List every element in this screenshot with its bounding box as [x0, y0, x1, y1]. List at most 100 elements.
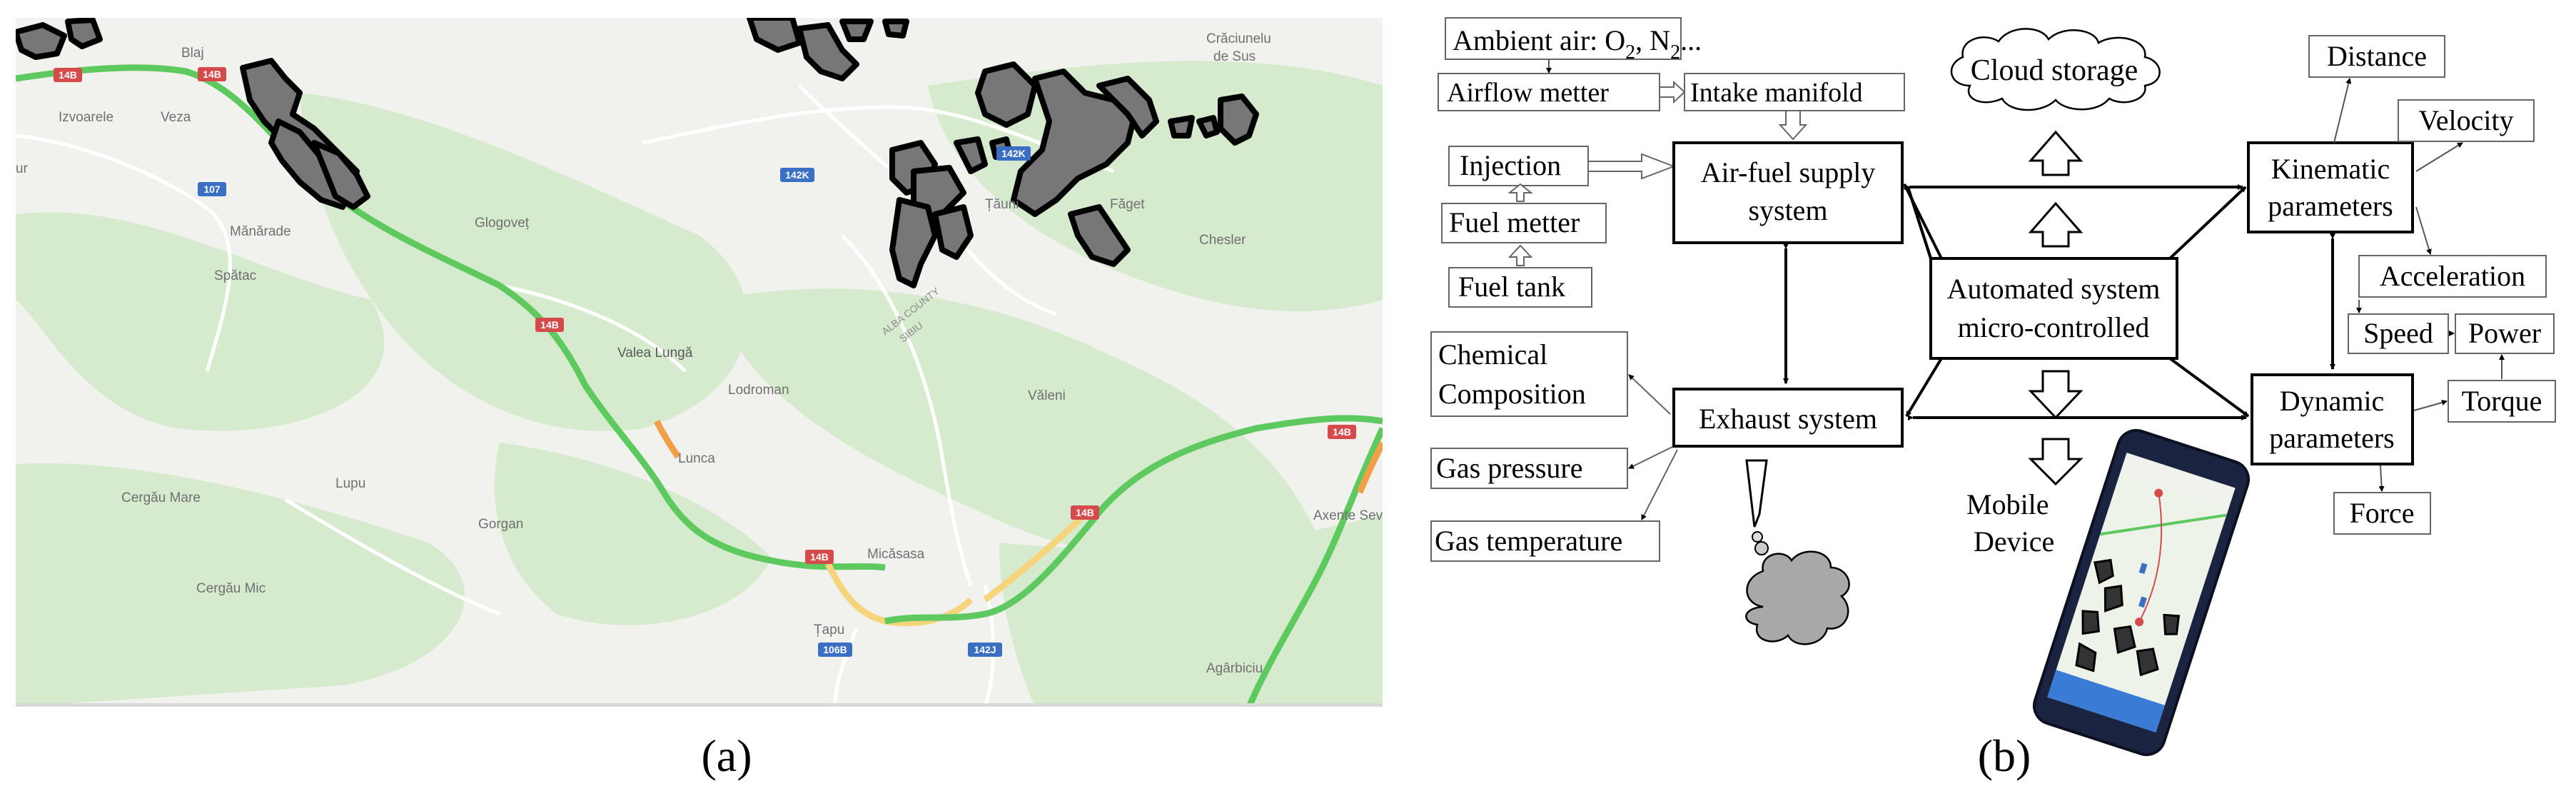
kinematic-label-1: Kinematic: [2271, 153, 2390, 185]
road-14b-green: [16, 64, 886, 571]
dynamic-label-2: parameters: [2269, 422, 2394, 454]
place-manarade: Mănărade: [230, 224, 291, 239]
place-gorgan: Gorgan: [478, 517, 523, 532]
air-fuel-label-2: system: [1748, 194, 1827, 226]
svg-text:14B: 14B: [203, 69, 221, 80]
cloud-storage-label: Cloud storage: [1971, 54, 2138, 87]
airflow-meter-label: Airflow metter: [1447, 78, 1609, 108]
svg-text:14B: 14B: [59, 69, 77, 81]
place-veza: Veza: [161, 110, 191, 125]
fuel-meter-box: [1441, 203, 1607, 243]
place-micasasa: Micăsasa: [867, 547, 925, 562]
distance-box: [2308, 35, 2445, 78]
exhaust-pipe: [1745, 459, 1768, 528]
exhaust-system-box: [1672, 388, 1904, 448]
road-segment-yellow-2: [983, 511, 1088, 603]
velocity-box: [2398, 99, 2535, 142]
blue-shield: 142K: [996, 146, 1031, 161]
place-chesler: Chesler: [1199, 233, 1246, 248]
mobile-label-2: Device: [1974, 525, 2054, 558]
place-valeni: Văleni: [1028, 388, 1066, 403]
down-arrow-1: [2028, 370, 2083, 420]
caption-b: (b): [1978, 730, 2031, 781]
place-valea-lunga: Valea Lungă: [617, 346, 693, 361]
place-axente-sever: Axente Sever: [1313, 508, 1395, 523]
injection-label: Injection: [1460, 149, 1561, 181]
red-shield: 14B: [54, 68, 82, 82]
place-cergau-mare: Cergău Mare: [121, 490, 201, 505]
svg-text:106B: 106B: [823, 644, 847, 655]
acceleration-label: Acceleration: [2380, 260, 2525, 292]
down-arrow-2: [2028, 438, 2083, 486]
red-shield: 14B: [1071, 505, 1099, 520]
power-label: Power: [2468, 317, 2541, 349]
gas-pressure-label: Gas pressure: [1436, 452, 1583, 484]
power-box: [2455, 313, 2555, 354]
svg-text:14B: 14B: [810, 551, 829, 563]
fuel-tank-label: Fuel tank: [1458, 271, 1565, 303]
place-izvoarele: Izvoarele: [59, 110, 113, 125]
svg-text:14B: 14B: [1076, 507, 1094, 518]
chemical-label-2: Composition: [1438, 378, 1586, 410]
up-arrow-automated: [2028, 201, 2083, 248]
speed-label: Speed: [2363, 317, 2433, 349]
fuel-meter-label: Fuel metter: [1449, 206, 1580, 238]
torque-label: Torque: [2462, 385, 2542, 417]
chemical-composition-box: [1430, 331, 1628, 417]
mobile-label-1: Mobile: [1966, 488, 2049, 520]
blue-shield: 106B: [818, 643, 852, 657]
exhaust-system-label: Exhaust system: [1699, 403, 1877, 435]
dynamic-label-1: Dynamic: [2280, 385, 2385, 417]
road-segment-orange: [653, 419, 681, 459]
svg-text:142K: 142K: [785, 169, 809, 181]
road-14b-south: [1246, 427, 1383, 707]
place-agarbiciu: Agârbiciu: [1206, 661, 1263, 676]
place-glogovet: Glogoveț: [475, 216, 530, 231]
kinematic-parameters-box: [2247, 141, 2414, 233]
place-tapu: Țapu: [814, 623, 844, 638]
red-shield: 14B: [535, 318, 564, 332]
mobile-phone-icon: [2032, 428, 2251, 757]
blue-shield: 107: [198, 182, 226, 196]
place-tauni: Țăuni: [985, 197, 1019, 212]
red-shield: 14B: [1328, 425, 1356, 439]
acceleration-box: [2358, 255, 2547, 298]
force-box: [2333, 492, 2431, 535]
speed-box: [2348, 313, 2449, 354]
place-blaj: Blaj: [181, 46, 204, 61]
chemical-label-1: Chemical: [1438, 338, 1547, 371]
place-lunca: Lunca: [678, 451, 715, 466]
svg-text:14B: 14B: [1333, 426, 1351, 438]
dynamic-parameters-box: [2251, 373, 2414, 465]
gas-temperature-box: [1430, 520, 1660, 562]
air-fuel-label-1: Air-fuel supply: [1701, 156, 1876, 188]
air-fuel-supply-box: [1672, 141, 1904, 244]
automated-system-box: [1929, 257, 2178, 360]
red-shield: 14B: [198, 67, 226, 81]
blue-shield: 142K: [780, 168, 814, 182]
gas-temperature-label: Gas temperature: [1435, 525, 1622, 557]
svg-text:14B: 14B: [540, 319, 559, 331]
place-cergau-mic: Cergău Mic: [196, 581, 266, 596]
svg-text:142J: 142J: [974, 644, 996, 655]
map-panel: Blaj Izvoarele Veza ur Crăciunelu de Sus…: [16, 18, 1395, 707]
fuel-tank-box: [1448, 267, 1592, 308]
smoke-cloud: [1745, 550, 1850, 645]
intake-manifold-box: [1684, 73, 1905, 111]
road-shields: 14B 14B 14B 14B 14B 14B 107 142K 142K 10…: [54, 67, 1356, 657]
distance-label: Distance: [2327, 40, 2427, 72]
place-spatac: Spătac: [214, 268, 256, 283]
place-faget: Făget: [1110, 197, 1145, 212]
cloud-storage-shape: [1950, 28, 2161, 111]
force-label: Force: [2349, 497, 2414, 529]
place-craciunelu: Crăciunelu: [1206, 31, 1271, 46]
caption-a: (a): [701, 730, 752, 781]
velocity-label: Velocity: [2418, 104, 2513, 136]
automated-label-1: Automated system: [1947, 273, 2161, 305]
place-lupu: Lupu: [335, 476, 365, 491]
block-diagram: Ambient air: O2, N2... Airflow metter In…: [1430, 17, 2556, 757]
ambient-air-box: [1445, 17, 1682, 60]
road-orange-end: [1356, 441, 1383, 494]
road-14b-east: [884, 415, 1383, 625]
